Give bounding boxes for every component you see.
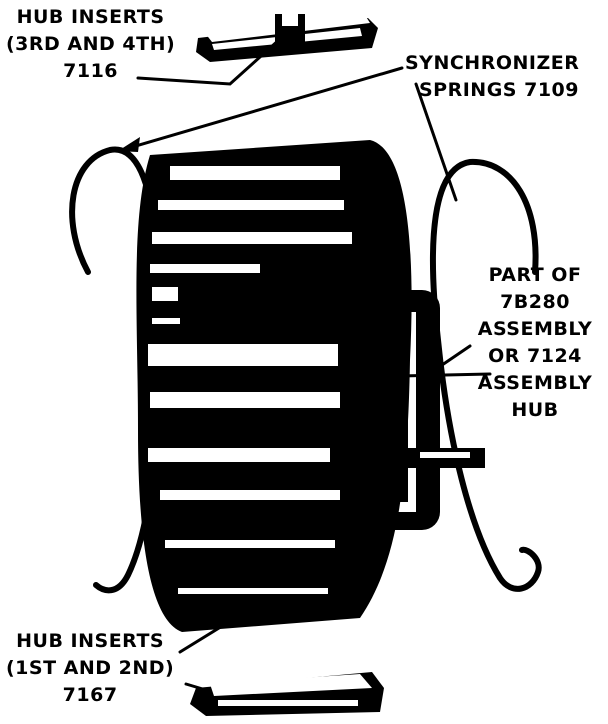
label-assembly-hub-line1: PART OF [488, 264, 582, 286]
label-hub-inserts-bottom-line3: 7167 [62, 684, 118, 706]
label-assembly-hub-line6: HUB [511, 399, 559, 421]
label-synchronizer-springs: SYNCHRONIZER SPRINGS 7109 [405, 50, 579, 104]
leader-assembly-hub-lower [398, 372, 492, 378]
label-synchronizer-springs-line1: SYNCHRONIZER [405, 52, 580, 74]
synchronizer-hub-body [136, 140, 485, 632]
label-hub-inserts-top-line2: (3RD AND 4TH) [6, 33, 176, 55]
leader-hub-inserts-top [136, 28, 292, 86]
label-hub-inserts-top: HUB INSERTS (3RD AND 4TH) 7116 [6, 4, 175, 85]
leader-springs-right [414, 82, 458, 202]
label-hub-inserts-bottom: HUB INSERTS (1ST AND 2ND) 7167 [6, 628, 174, 709]
label-synchronizer-springs-line2: SPRINGS 7109 [419, 79, 579, 101]
leader-springs-left [120, 66, 404, 152]
synchronizer-spring-right [429, 158, 542, 592]
label-assembly-hub-line5: ASSEMBLY [477, 372, 593, 394]
leader-lines [118, 28, 492, 692]
label-hub-inserts-top-line1: HUB INSERTS [16, 6, 165, 28]
leader-hub-inserts-bottom [178, 618, 234, 654]
hub-insert-top [196, 8, 378, 62]
label-assembly-hub-line4: OR 7124 [488, 345, 582, 367]
label-assembly-hub-line3: ASSEMBLY [477, 318, 593, 340]
label-assembly-hub: PART OF 7B280 ASSEMBLY OR 7124 ASSEMBLY … [468, 262, 602, 424]
label-hub-inserts-bottom-line2: (1ST AND 2ND) [6, 657, 175, 679]
label-hub-inserts-bottom-line1: HUB INSERTS [16, 630, 165, 652]
hub-insert-bottom [190, 672, 384, 716]
leader-hub-inserts-bottom-2 [184, 682, 208, 692]
label-hub-inserts-top-line3: 7116 [63, 60, 119, 82]
arrowhead-springs-left [118, 137, 140, 152]
label-assembly-hub-line2: 7B280 [500, 291, 570, 313]
